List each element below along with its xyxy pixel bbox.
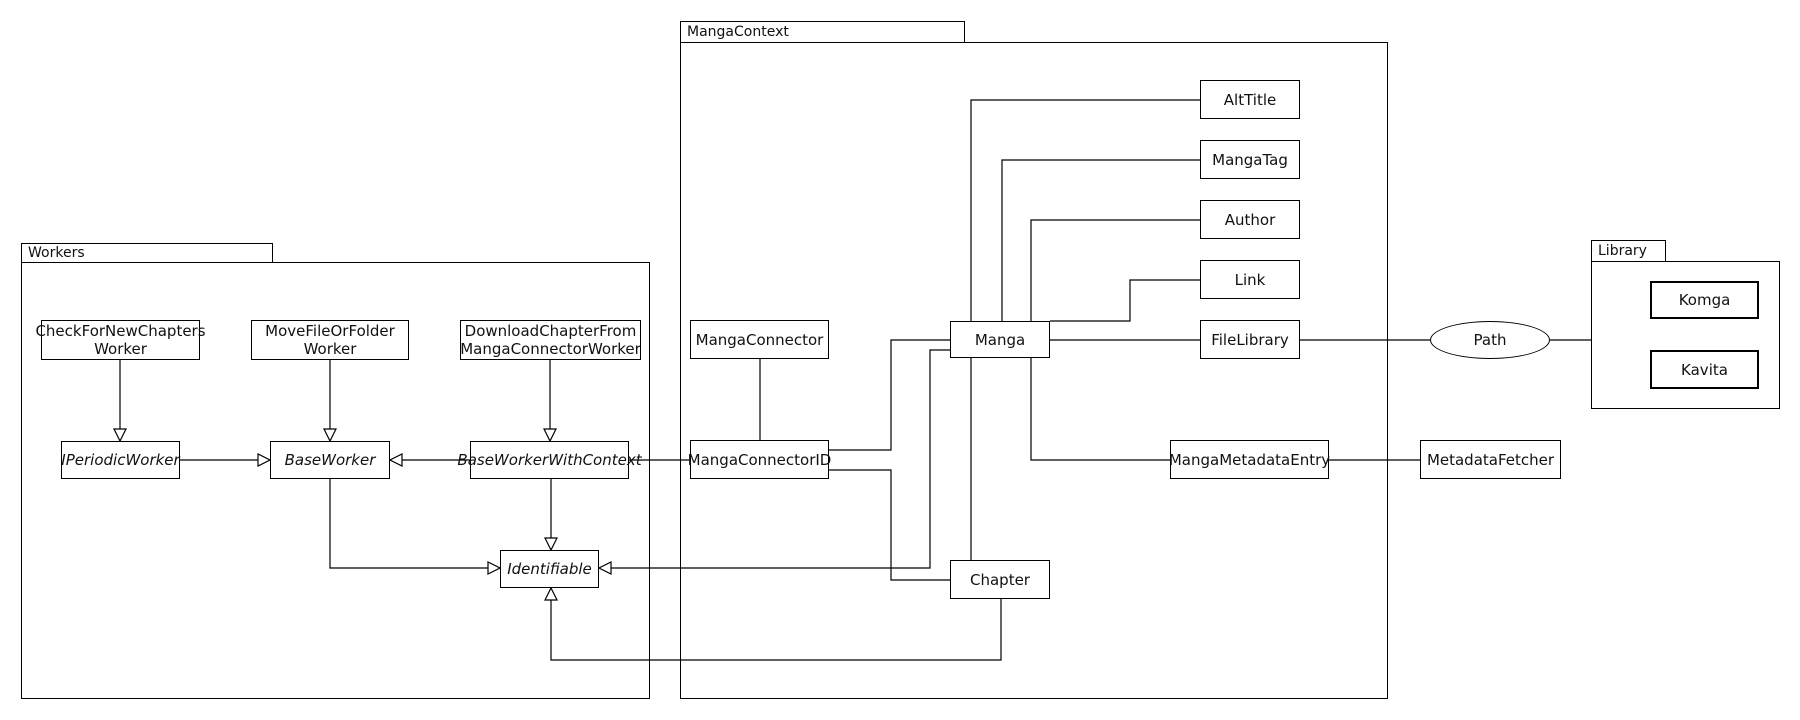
class-node-label: Kavita: [1681, 360, 1728, 379]
class-node-label: AltTitle: [1223, 90, 1277, 109]
inheritance-arrowhead-chapter-identifiable: [544, 586, 558, 601]
class-node-label: Chapter: [970, 570, 1030, 589]
class-node-label: MangaMetadataEntry: [1168, 450, 1331, 469]
inheritance-arrowhead-manga-identifiable: [597, 561, 612, 575]
class-node-manga-tag: MangaTag: [1200, 140, 1300, 179]
class-node-label: Identifiable: [507, 560, 592, 578]
class-node-manga-connector-id: MangaConnectorID: [687, 440, 832, 479]
class-node-label: Worker: [94, 340, 147, 358]
class-node-identifiable: Identifiable: [500, 550, 599, 588]
class-node-base-worker-with-context: BaseWorkerWithContext: [457, 441, 642, 479]
edge-manga-mangametadataentry: [1030, 358, 1170, 461]
class-node-chapter: Chapter: [950, 560, 1050, 599]
edge-mangaconnectorid-chapter: [829, 469, 950, 581]
class-node-label: MangaConnectorID: [687, 450, 832, 469]
class-node-label: BaseWorkerWithContext: [457, 451, 642, 469]
inheritance-arrowhead-iperiodicworker-baseworker: [257, 453, 272, 467]
class-node-manga-metadata-entry: MangaMetadataEntry: [1168, 440, 1331, 479]
edge-baseworker-identifiable: [329, 479, 488, 569]
class-node-label: BaseWorker: [284, 451, 376, 469]
class-node-komga: Komga: [1650, 281, 1759, 319]
package-label-manga-context: MangaContext: [687, 24, 789, 40]
class-node-label: CheckForNewChapters: [35, 322, 206, 340]
class-node-label: Author: [1224, 210, 1276, 229]
class-node-label: FileLibrary: [1211, 330, 1289, 349]
class-node-alt-title: AltTitle: [1200, 80, 1300, 119]
class-node-label: Path: [1473, 331, 1507, 349]
class-node-label: MoveFileOrFolder: [265, 322, 395, 340]
edge-chapter-identifiable: [550, 599, 1002, 661]
package-body-library: [1591, 261, 1780, 409]
package-body-workers: [21, 262, 650, 699]
inheritance-arrowhead-checkfornewchaptersworker-iperiodicworker: [113, 428, 127, 443]
class-node-file-library: FileLibrary: [1200, 320, 1300, 359]
inheritance-arrowhead-movefileorfolderworker-baseworker: [323, 428, 337, 443]
edge-manga-identifiable: [611, 349, 950, 569]
class-node-label: Link: [1234, 270, 1266, 289]
class-node-manga-connector: MangaConnector: [690, 320, 829, 359]
edge-mangaconnectorid-manga: [829, 339, 950, 451]
class-node-manga: Manga: [950, 321, 1050, 358]
class-node-label: Komga: [1678, 291, 1731, 309]
inheritance-arrowhead-baseworkerwithcontext-baseworker: [388, 453, 403, 467]
package-tab-library: Library: [1591, 240, 1666, 262]
class-node-label: DownloadChapterFrom: [464, 322, 637, 340]
class-node-metadata-fetcher: MetadataFetcher: [1420, 440, 1561, 479]
package-tab-workers: Workers: [21, 243, 273, 263]
class-node-label: MangaTag: [1212, 150, 1288, 169]
class-node-path: Path: [1430, 321, 1550, 359]
class-node-author: Author: [1200, 200, 1300, 239]
edge-manga-mangatag: [1001, 159, 1200, 321]
package-tab-manga-context: MangaContext: [680, 21, 965, 43]
class-node-label: MangaConnectorWorker: [460, 340, 641, 358]
edge-manga-author: [1030, 219, 1200, 321]
package-body-manga-context: [680, 42, 1388, 699]
inheritance-arrowhead-downloadchapterworker-baseworkerwithcontext: [543, 428, 557, 443]
class-node-link: Link: [1200, 260, 1300, 299]
inheritance-arrowhead-baseworkerwithcontext-identifiable: [544, 537, 558, 552]
class-node-label: IPeriodicWorker: [61, 451, 180, 469]
package-label-library: Library: [1598, 243, 1647, 259]
class-node-label: Manga: [974, 330, 1026, 349]
class-node-base-worker: BaseWorker: [270, 441, 390, 479]
edge-manga-link: [1050, 279, 1200, 322]
class-node-label: MetadataFetcher: [1426, 450, 1555, 469]
class-node-iperiodic-worker: IPeriodicWorker: [61, 441, 180, 479]
package-label-workers: Workers: [28, 245, 85, 261]
inheritance-arrowhead-baseworker-identifiable: [487, 561, 502, 575]
edge-manga-alttitle: [970, 99, 1200, 321]
class-node-label: Worker: [303, 340, 357, 358]
class-node-label: MangaConnector: [695, 330, 824, 349]
class-node-kavita: Kavita: [1650, 350, 1759, 389]
